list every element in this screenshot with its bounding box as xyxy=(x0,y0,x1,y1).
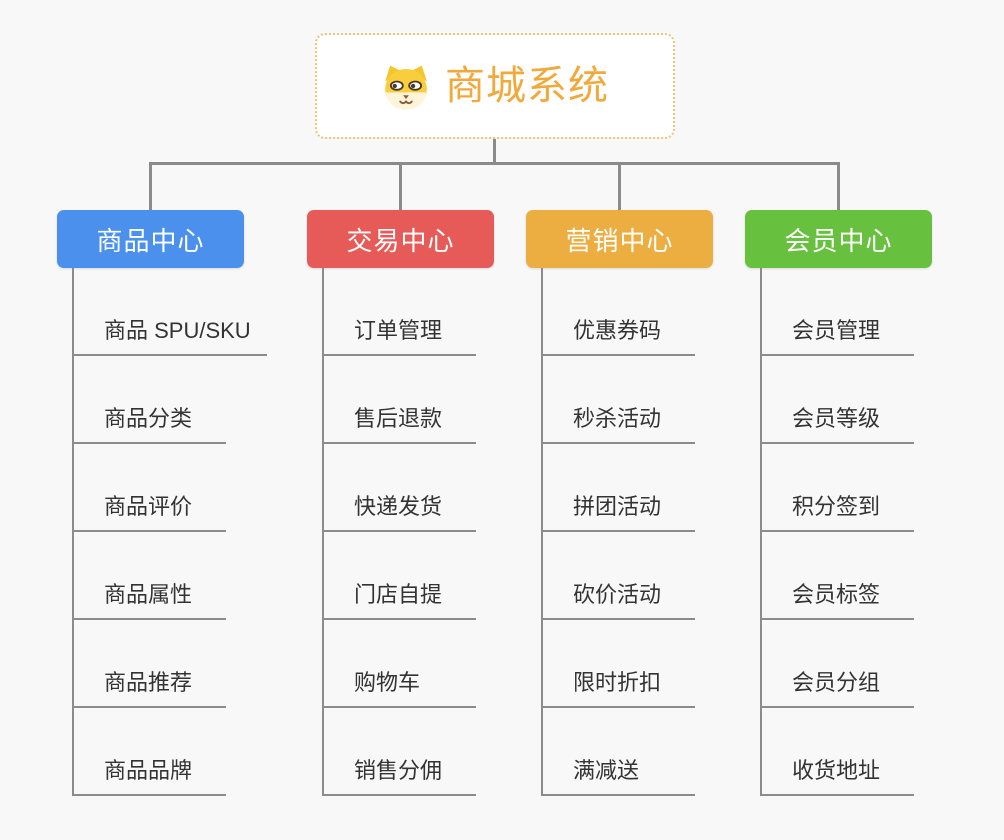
branch-header[interactable]: 商品中心 xyxy=(57,210,244,268)
mindmap-node[interactable]: 会员管理 xyxy=(762,268,914,356)
mindmap-node[interactable]: 快递发货 xyxy=(324,444,476,532)
mindmap-node[interactable]: 拼团活动 xyxy=(543,444,695,532)
branch-member-center: 会员中心 会员管理 会员等级 积分签到 会员标签 会员分组 收货地址 xyxy=(745,210,932,796)
root-node[interactable]: 商城系统 xyxy=(315,33,675,139)
connector-branch-stub xyxy=(149,162,152,211)
mindmap-node[interactable]: 优惠券码 xyxy=(543,268,695,356)
mindmap-node[interactable]: 售后退款 xyxy=(324,356,476,444)
branch-marketing-center: 营销中心 优惠券码 秒杀活动 拼团活动 砍价活动 限时折扣 满减送 xyxy=(526,210,713,796)
connector-branch-stub xyxy=(618,162,621,211)
branch-item-list: 优惠券码 秒杀活动 拼团活动 砍价活动 限时折扣 满减送 xyxy=(541,268,713,796)
mindmap-node[interactable]: 商品属性 xyxy=(74,532,226,620)
root-title: 商城系统 xyxy=(445,64,609,108)
branch-item-list: 会员管理 会员等级 积分签到 会员标签 会员分组 收货地址 xyxy=(760,268,932,796)
mindmap-node[interactable]: 会员等级 xyxy=(762,356,914,444)
mindmap-node[interactable]: 积分签到 xyxy=(762,444,914,532)
mindmap-node[interactable]: 商品推荐 xyxy=(74,620,226,708)
branch-item-list: 商品 SPU/SKU 商品分类 商品评价 商品属性 商品推荐 商品品牌 xyxy=(72,268,267,796)
mindmap-node[interactable]: 会员标签 xyxy=(762,532,914,620)
mindmap-node[interactable]: 收货地址 xyxy=(762,708,914,796)
connector-branch-stub xyxy=(399,162,402,211)
mindmap-node[interactable]: 商品 SPU/SKU xyxy=(74,268,267,356)
branch-header[interactable]: 会员中心 xyxy=(745,210,932,268)
dog-face-icon xyxy=(385,65,427,110)
branch-trade-center: 交易中心 订单管理 售后退款 快递发货 门店自提 购物车 销售分佣 xyxy=(307,210,494,796)
connector-root-stub xyxy=(493,139,496,164)
branch-product-center: 商品中心 商品 SPU/SKU 商品分类 商品评价 商品属性 商品推荐 商品品牌 xyxy=(57,210,267,796)
mindmap-node[interactable]: 砍价活动 xyxy=(543,532,695,620)
mindmap-node[interactable]: 秒杀活动 xyxy=(543,356,695,444)
mindmap-node[interactable]: 限时折扣 xyxy=(543,620,695,708)
mindmap-node[interactable]: 满减送 xyxy=(543,708,695,796)
branch-header[interactable]: 营销中心 xyxy=(526,210,713,268)
mindmap-node[interactable]: 订单管理 xyxy=(324,268,476,356)
branch-header[interactable]: 交易中心 xyxy=(307,210,494,268)
branch-item-list: 订单管理 售后退款 快递发货 门店自提 购物车 销售分佣 xyxy=(322,268,494,796)
mindmap-node[interactable]: 商品评价 xyxy=(74,444,226,532)
mindmap-node[interactable]: 购物车 xyxy=(324,620,476,708)
mindmap-node[interactable]: 会员分组 xyxy=(762,620,914,708)
connector-branch-stub xyxy=(837,162,840,211)
mindmap-node[interactable]: 商品分类 xyxy=(74,356,226,444)
mindmap-node[interactable]: 销售分佣 xyxy=(324,708,476,796)
mindmap-node[interactable]: 门店自提 xyxy=(324,532,476,620)
mindmap-node[interactable]: 商品品牌 xyxy=(74,708,226,796)
connector-horizontal xyxy=(149,162,840,165)
